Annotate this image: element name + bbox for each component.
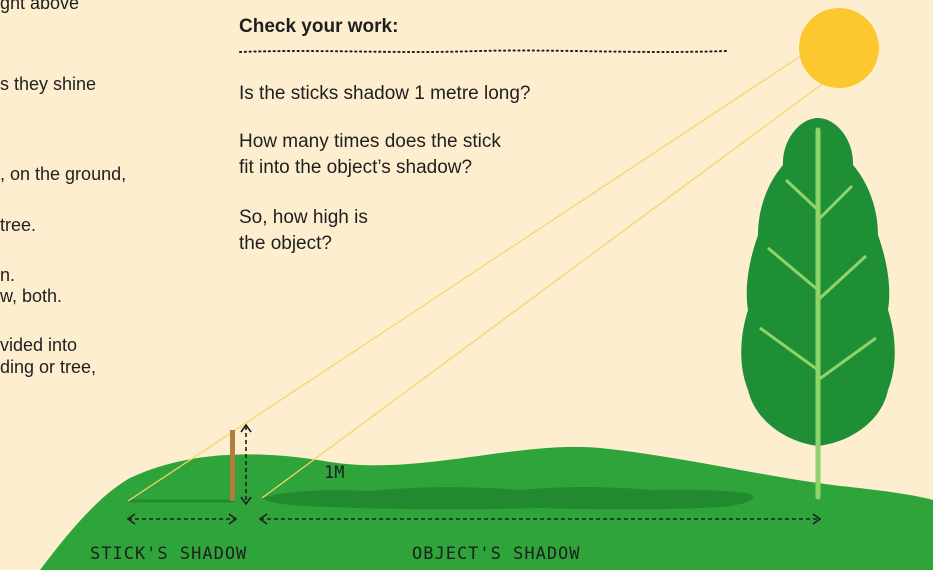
object-shadow-blob <box>262 487 753 509</box>
title-dotted-underline <box>238 46 728 58</box>
stick-shadow-label: STICK'S SHADOW <box>90 544 247 564</box>
question-how-high-line1: So, how high is <box>239 206 368 229</box>
stick <box>230 430 235 501</box>
question-stick-length: Is the sticks shadow 1 metre long? <box>239 82 530 105</box>
object-shadow-label: OBJECT'S SHADOW <box>412 544 581 564</box>
left-text-line: ght above <box>0 0 79 14</box>
left-text-line: vided into <box>0 334 77 356</box>
tree <box>741 118 895 497</box>
question-how-high-line2: the object? <box>239 232 332 255</box>
sun <box>799 8 879 88</box>
left-text-line: , on the ground, <box>0 163 126 185</box>
stick-height-label: 1M <box>324 463 344 483</box>
left-text-line: ding or tree, <box>0 356 96 378</box>
left-text-line: n. <box>0 264 15 286</box>
left-text-line: w, both. <box>0 285 62 307</box>
question-times-fit-line1: How many times does the stick <box>239 130 501 153</box>
left-text-line: s they shine <box>0 73 96 95</box>
check-your-work-title: Check your work: <box>239 16 398 38</box>
left-text-line: tree. <box>0 214 36 236</box>
question-times-fit-line2: fit into the object’s shadow? <box>239 156 472 179</box>
